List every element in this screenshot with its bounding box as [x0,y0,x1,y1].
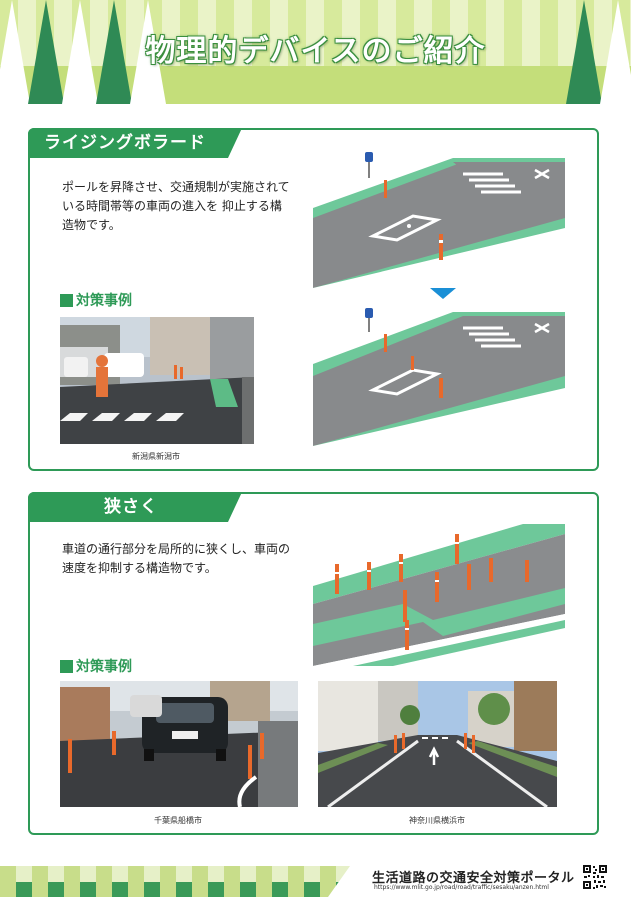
tree-decoration [96,0,132,104]
page-footer [0,866,631,897]
case-photo-niigata [60,317,254,444]
tree-decoration [600,0,631,104]
case-label-text: 対策事例 [76,293,132,309]
bollard-illustration-lowered [313,304,565,446]
qr-code-icon[interactable] [582,864,608,890]
case-label: 対策事例 [60,656,132,676]
square-bullet-icon [60,659,73,673]
case-photo-yokohama [318,681,557,807]
tree-decoration [130,0,166,104]
photo-caption: 新潟県新潟市 [132,452,180,461]
photo-caption: 千葉県船橋市 [154,816,202,825]
case-label-text: 対策事例 [76,659,132,675]
narrowing-illustration [313,524,565,666]
case-photo-funabashi [60,681,298,807]
section-narrowing: 狭さく 車道の通行部分を局所的に狭くし、車両の速度を抑制する構造物です。 [28,492,599,835]
square-bullet-icon [60,293,73,307]
case-label: 対策事例 [60,290,132,310]
section-description: 車道の通行部分を局所的に狭くし、車両の速度を抑制する構造物です。 [62,542,291,575]
photo-caption: 神奈川県横浜市 [409,816,465,825]
bollard-illustration-raised [313,148,565,288]
tree-decoration [62,0,98,104]
tree-decoration [28,0,64,104]
portal-title: 生活道路の交通安全対策ポータル [372,871,575,886]
tree-decoration [566,0,602,104]
section-description: ポールを昇降させ、交通規制が実施されている時間帯等の車両の進入を 抑止する構造物… [62,180,290,232]
page-title: 物理的デバイスのご紹介 [145,34,486,69]
tree-decoration [0,0,30,104]
down-arrow-icon [430,288,456,299]
section-tag: ライジングボラード [28,128,242,158]
page-header: 物理的デバイスのご紹介 [0,0,631,104]
section-tag: 狭さく [28,492,242,522]
portal-url-link[interactable]: https://www.mlit.go.jp/road/road/traffic… [374,884,549,891]
section-rising-bollard: ライジングボラード ポールを昇降させ、交通規制が実施されている時間帯等の車両の進… [28,128,599,471]
